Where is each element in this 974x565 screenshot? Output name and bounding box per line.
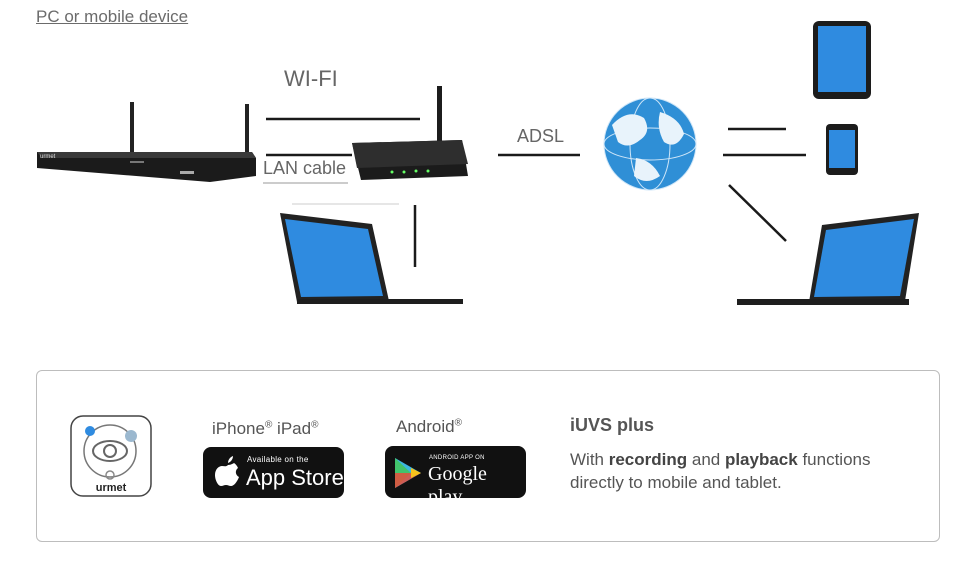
google-play-line2: Google play bbox=[428, 463, 487, 508]
wifi-router bbox=[352, 86, 468, 180]
network-diagram: urmet bbox=[37, 21, 919, 305]
google-play-line1: ANDROID APP ON bbox=[429, 455, 485, 461]
lan-cable-label: LAN cable bbox=[263, 158, 347, 178]
android-platform-label: Android® bbox=[396, 417, 462, 436]
dvr-brand: urmet bbox=[40, 154, 56, 160]
app-store-line2: App Store bbox=[246, 465, 344, 490]
app-info-panel bbox=[36, 370, 940, 542]
laptop-right bbox=[737, 213, 919, 305]
laptop-left bbox=[280, 213, 463, 304]
google-play-badge[interactable]: ANDROID APP ON Google play bbox=[385, 446, 526, 508]
connection-lines bbox=[266, 117, 806, 267]
adsl-label: ADSL bbox=[517, 126, 565, 146]
app-store-line1: Available on the bbox=[247, 455, 309, 464]
globe-laptop-line bbox=[728, 184, 787, 242]
globe-icon bbox=[603, 97, 697, 191]
google-play-icon bbox=[395, 458, 421, 488]
phone-device bbox=[826, 124, 858, 175]
diagram-heading: PC or mobile device bbox=[36, 7, 189, 26]
app-logo-text: urmet bbox=[96, 482, 127, 494]
wifi-label: WI-FI bbox=[284, 66, 338, 91]
app-name: iUVS plus bbox=[570, 415, 655, 435]
urmet-app-icon: urmet bbox=[70, 415, 152, 497]
app-description: With recording and playback functions di… bbox=[570, 450, 871, 492]
ios-platform-label: iPhone® iPad® bbox=[212, 419, 319, 438]
dvr-recorder: urmet bbox=[37, 102, 256, 182]
app-store-badge[interactable]: Available on the App Store bbox=[203, 447, 344, 498]
apple-icon bbox=[215, 456, 239, 486]
tablet-device bbox=[813, 21, 871, 99]
